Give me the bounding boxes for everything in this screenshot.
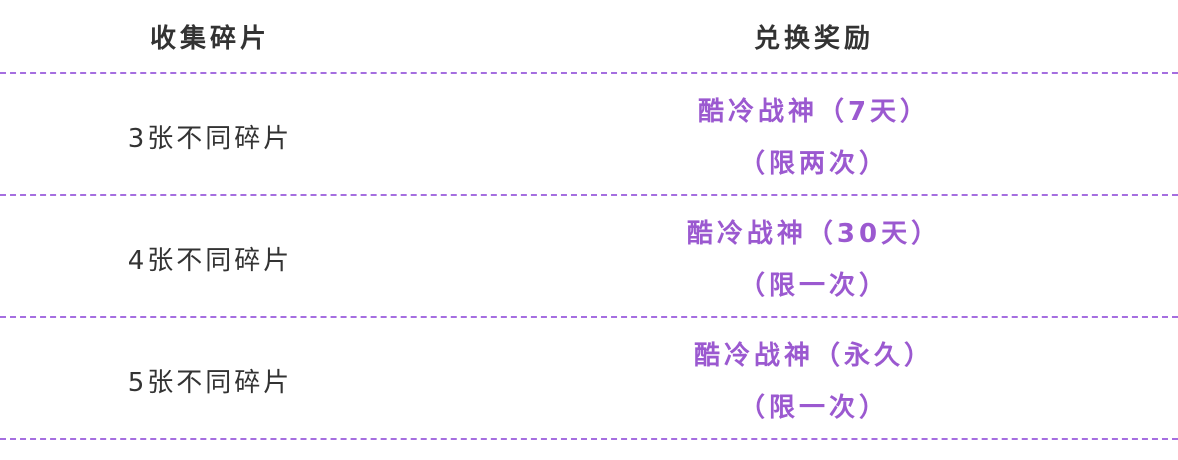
table-header: 收集碎片 兑换奖励	[0, 0, 1178, 72]
divider	[0, 316, 1178, 318]
table-row: 5张不同碎片 酷冷战神（永久） （限一次）	[0, 318, 1178, 438]
reward-limit: （限一次）	[738, 393, 890, 423]
reward-name: 酷冷战神（永久）	[693, 341, 935, 371]
divider	[0, 72, 1178, 74]
table-row: 3张不同碎片 酷冷战神（7天） （限两次）	[0, 74, 1178, 194]
header-fragments: 收集碎片	[149, 24, 271, 54]
header-reward: 兑换奖励	[753, 24, 875, 54]
reward-limit: （限两次）	[738, 149, 889, 179]
reward-cell: 酷冷战神（7天） （限两次）	[698, 86, 930, 190]
divider	[0, 438, 1178, 440]
reward-name: 酷冷战神（7天）	[697, 97, 931, 127]
fragment-count: 3张不同碎片	[127, 124, 293, 154]
fragment-count: 5张不同碎片	[127, 368, 293, 398]
reward-cell: 酷冷战神（30天） （限一次）	[687, 208, 941, 312]
fragment-count: 4张不同碎片	[127, 246, 293, 276]
reward-limit: （限一次）	[738, 271, 889, 301]
reward-name: 酷冷战神（30天）	[686, 219, 942, 249]
divider	[0, 194, 1178, 196]
table-row: 4张不同碎片 酷冷战神（30天） （限一次）	[0, 196, 1178, 316]
reward-cell: 酷冷战神（永久） （限一次）	[694, 330, 934, 434]
